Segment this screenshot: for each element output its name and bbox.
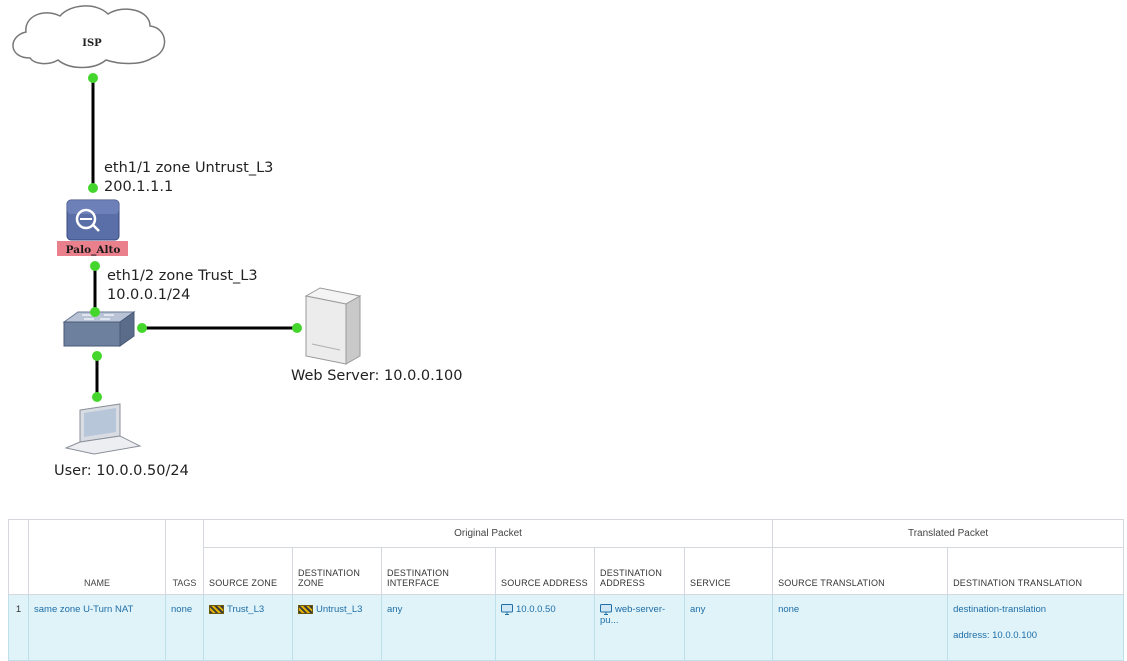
- destination-zone-header[interactable]: DESTINATION ZONE: [292, 547, 382, 595]
- port-dot: [92, 392, 102, 402]
- nat-rule-table: NAME TAGS Original Packet Translated Pac…: [8, 519, 1125, 661]
- destination-address-value: web-server-pu...: [600, 604, 666, 627]
- tags-header[interactable]: TAGS: [165, 519, 204, 595]
- table-group-header: NAME TAGS Original Packet Translated Pac…: [8, 519, 1125, 595]
- address-object-icon: [501, 604, 513, 615]
- source-address-cell[interactable]: 10.0.0.50: [495, 594, 595, 661]
- name-header[interactable]: NAME: [28, 519, 166, 595]
- port-dot: [92, 351, 102, 361]
- source-address-value: 10.0.0.50: [516, 604, 556, 616]
- source-address-header[interactable]: SOURCE ADDRESS: [495, 547, 595, 595]
- destination-translation-header[interactable]: DESTINATION TRANSLATION: [947, 547, 1125, 595]
- user-label: User: 10.0.0.50/24: [54, 463, 189, 479]
- port-dot: [292, 323, 302, 333]
- source-translation-value[interactable]: none: [772, 594, 949, 661]
- destination-zone-value: Untrust_L3: [316, 604, 363, 615]
- port-dot: [90, 307, 100, 317]
- destination-zone-cell[interactable]: Untrust_L3: [292, 594, 382, 661]
- port-dot: [88, 183, 98, 193]
- web-server-icon: [304, 287, 362, 365]
- source-zone-header[interactable]: SOURCE ZONE: [203, 547, 293, 595]
- table-column-header: SOURCE ZONE DESTINATION ZONE DESTINATION…: [9, 547, 1125, 595]
- untrust-interface-label: eth1/1 zone Untrust_L3 200.1.1.1: [104, 159, 273, 197]
- trust-interface-label: eth1/2 zone Trust_L3 10.0.0.1/24: [107, 267, 258, 305]
- zone-icon: [209, 604, 224, 614]
- source-zone-value: Trust_L3: [227, 604, 265, 615]
- rule-name-link[interactable]: same zone U-Turn NAT: [28, 594, 166, 661]
- port-dot: [88, 73, 98, 83]
- untrust-interface-zone: eth1/1 zone Untrust_L3: [104, 160, 274, 176]
- firewall-icon: [57, 199, 128, 256]
- row-number-header: [8, 519, 29, 595]
- port-dot: [90, 261, 100, 271]
- port-dots: [88, 73, 302, 402]
- address-object-icon: [600, 604, 612, 615]
- row-number: 1: [8, 594, 29, 661]
- user-laptop-icon: [64, 403, 142, 455]
- service-value[interactable]: any: [683, 594, 774, 661]
- service-header[interactable]: SERVICE: [683, 547, 774, 595]
- translated-packet-header: Translated Packet: [772, 519, 1125, 548]
- original-packet-header: Original Packet: [202, 519, 774, 548]
- destination-address-cell[interactable]: web-server-pu...: [594, 594, 685, 661]
- rule-tags: none: [165, 594, 204, 661]
- switch-icon: [62, 311, 136, 347]
- trust-interface-ip: 10.0.0.1/24: [107, 287, 191, 303]
- trust-interface-zone: eth1/2 zone Trust_L3: [107, 268, 258, 284]
- table-row[interactable]: 1 same zone U-Turn NAT none Trust_L3 Unt…: [8, 594, 1125, 661]
- zone-icon: [298, 604, 313, 614]
- isp-cloud-icon: [12, 5, 166, 69]
- destination-interface-value[interactable]: any: [381, 594, 496, 661]
- network-diagram: ISP Palo_Alto: [12, 5, 362, 455]
- destination-translation-cell[interactable]: destination-translation address: 10.0.0.…: [947, 594, 1125, 661]
- isp-label: ISP: [82, 38, 102, 49]
- destination-address-header[interactable]: DESTINATION ADDRESS: [594, 547, 685, 595]
- destination-translation-address: address: 10.0.0.100: [953, 630, 1038, 641]
- destination-translation-value: destination-translation: [953, 604, 1047, 615]
- untrust-interface-ip: 200.1.1.1: [104, 179, 174, 195]
- destination-interface-header[interactable]: DESTINATION INTERFACE: [381, 547, 496, 595]
- source-translation-header[interactable]: SOURCE TRANSLATION: [772, 547, 949, 595]
- source-zone-cell[interactable]: Trust_L3: [203, 594, 293, 661]
- web-server-label: Web Server: 10.0.0.100: [291, 368, 463, 384]
- port-dot: [137, 323, 147, 333]
- firewall-label: Palo_Alto: [66, 244, 121, 257]
